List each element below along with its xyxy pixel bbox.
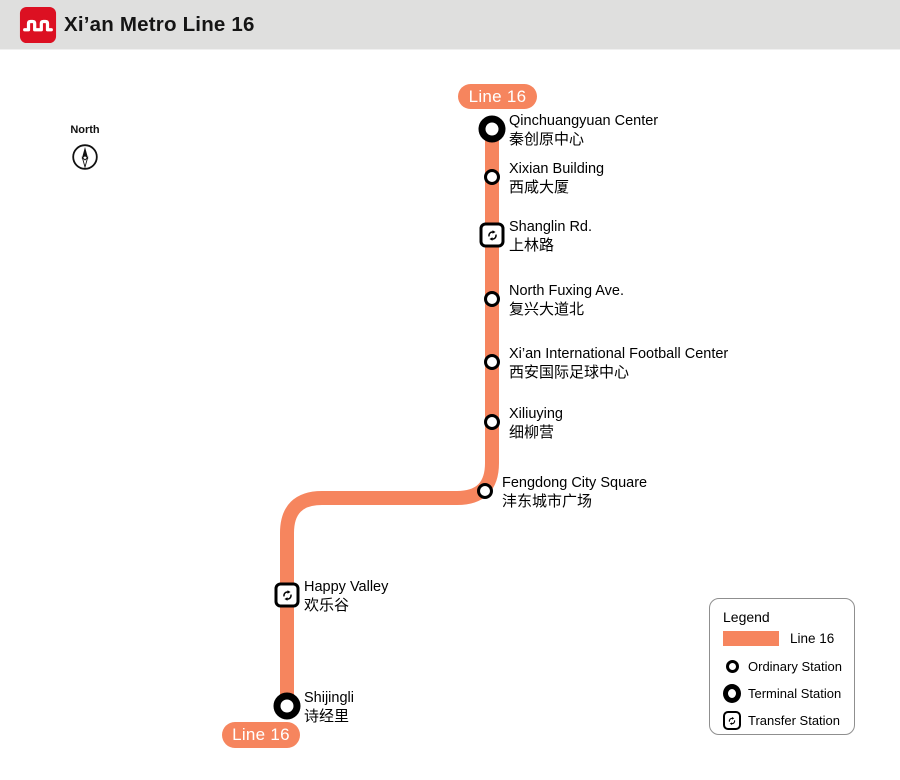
legend-line-row: Line 16: [723, 629, 854, 648]
legend-transfer-row: Transfer Station: [723, 707, 854, 734]
legend-panel: Legend Line 16 Ordinary Station Terminal…: [709, 598, 855, 735]
north-compass-icon: [72, 144, 98, 170]
legend-transfer-label: Transfer Station: [748, 713, 841, 728]
compass-north-label: North: [70, 124, 100, 136]
legend-terminal-row: Terminal Station: [723, 680, 854, 707]
terminal-station-icon: [723, 684, 741, 703]
legend-ordinary-label: Ordinary Station: [748, 659, 842, 674]
header-bar: Xi’an Metro Line 16: [0, 0, 900, 49]
xian-metro-logo: [19, 6, 57, 43]
line-badge-top: Line 16: [458, 84, 537, 109]
transfer-icon: [728, 716, 736, 725]
legend-title: Legend: [723, 609, 770, 625]
line16-color-swatch: [723, 631, 779, 646]
legend-ordinary-row: Ordinary Station: [723, 653, 854, 680]
legend-line-label: Line 16: [790, 631, 835, 646]
page-title: Xi’an Metro Line 16: [64, 12, 255, 36]
legend-terminal-label: Terminal Station: [748, 686, 842, 701]
transfer-station-icon: [723, 711, 741, 730]
line-badge-bottom: Line 16: [222, 722, 300, 748]
ordinary-station-icon: [725, 660, 739, 673]
line16-route-path: [280, 124, 499, 706]
